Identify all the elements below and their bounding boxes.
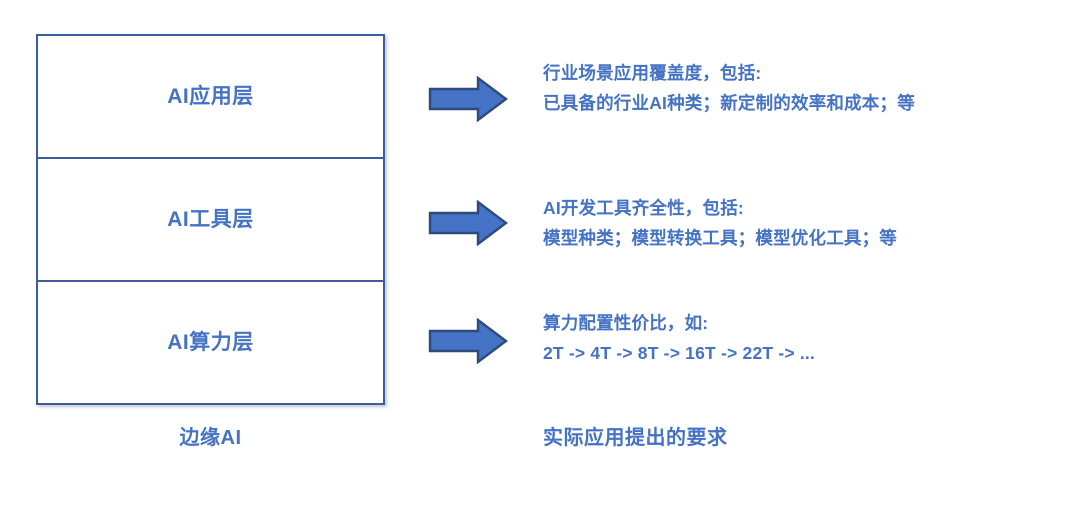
requirement-detail-tool: 模型种类；模型转换工具；模型优化工具；等 (543, 228, 897, 248)
layer-label-ai-application: AI应用层 (167, 85, 254, 108)
requirement-block-application: 行业场景应用覆盖度，包括: 已具备的行业AI种类；新定制的效率和成本；等 (543, 58, 1063, 118)
right-arrow-icon-tool (428, 200, 508, 246)
right-arrow-icon-application (428, 76, 508, 122)
right-arrow-icon-compute (428, 318, 508, 364)
layer-box-ai-compute[interactable]: AI算力层 (36, 280, 385, 405)
layer-label-ai-tool: AI工具层 (167, 208, 254, 231)
caption-edge-ai: 边缘AI (179, 427, 242, 449)
requirement-block-tool: AI开发工具齐全性，包括: 模型种类；模型转换工具；模型优化工具；等 (543, 193, 1063, 253)
requirement-block-compute: 算力配置性价比，如: 2T -> 4T -> 8T -> 16T -> 22T … (543, 308, 1063, 368)
requirement-heading-application: 行业场景应用覆盖度，包括: (543, 63, 762, 83)
requirement-heading-tool: AI开发工具齐全性，包括: (543, 198, 744, 218)
requirement-detail-compute: 2T -> 4T -> 8T -> 16T -> 22T -> ... (543, 343, 816, 363)
layer-box-ai-tool[interactable]: AI工具层 (36, 157, 385, 282)
layer-box-ai-application[interactable]: AI应用层 (36, 34, 385, 159)
layer-label-ai-compute: AI算力层 (167, 331, 254, 354)
requirement-detail-application: 已具备的行业AI种类；新定制的效率和成本；等 (543, 93, 915, 113)
caption-application-requirements: 实际应用提出的要求 (543, 427, 728, 449)
requirement-heading-compute: 算力配置性价比，如: (543, 313, 709, 333)
ai-layer-stack: AI应用层 AI工具层 AI算力层 (36, 34, 385, 405)
